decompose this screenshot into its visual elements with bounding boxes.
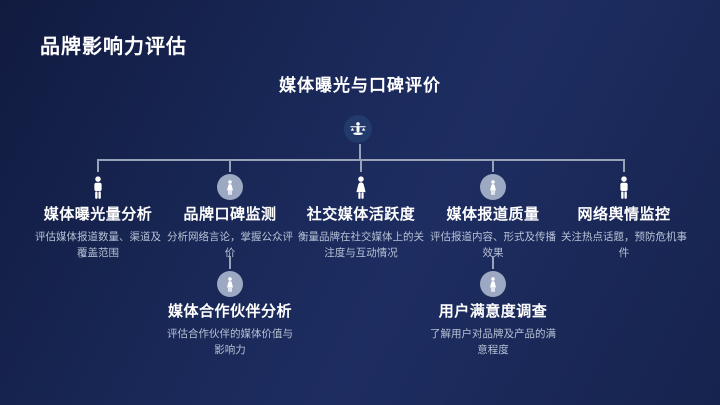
connector-line xyxy=(97,161,99,172)
root-connector-line xyxy=(359,144,361,159)
node-desc: 评估媒体报道数量、渠道及覆盖范围 xyxy=(35,231,161,259)
page-title: 品牌影响力评估 xyxy=(40,36,187,58)
connector-line xyxy=(492,161,494,172)
person-in-circle-icon xyxy=(480,174,506,200)
tree-node-brand-reputation: 品牌口碑监测 分析网络言论，掌握公众评价 xyxy=(163,161,297,261)
person-with-scales-icon xyxy=(344,115,372,143)
node-title: 媒体报道质量 xyxy=(446,206,540,223)
tree-node-public-opinion: 网络舆情监控 关注热点话题，预防危机事件 xyxy=(557,161,691,261)
node-desc: 衡量品牌在社交媒体上的关注度与互动情况 xyxy=(298,231,424,259)
person-in-circle-icon xyxy=(217,174,243,200)
tree-node-media-exposure: 媒体曝光量分析 评估媒体报道数量、渠道及覆盖范围 xyxy=(31,161,165,261)
node-title: 用户满意度调查 xyxy=(438,303,548,320)
node-desc: 了解用户对品牌及产品的满意程度 xyxy=(430,328,556,356)
person-in-circle-icon xyxy=(480,271,506,297)
connector-line xyxy=(623,161,625,172)
person-icon xyxy=(89,176,107,199)
diagram-title: 媒体曝光与口碑评价 xyxy=(279,76,441,95)
node-desc: 分析网络言论，掌握公众评价 xyxy=(167,231,293,259)
person-in-circle-icon xyxy=(217,271,243,297)
node-desc: 评估报道内容、形式及传播效果 xyxy=(430,231,556,259)
tree-node-user-satisfaction: 用户满意度调查 了解用户对品牌及产品的满意程度 xyxy=(426,256,560,358)
node-title: 社交媒体活跃度 xyxy=(306,206,416,223)
node-title: 媒体合作伙伴分析 xyxy=(167,303,292,320)
person-icon xyxy=(352,176,370,199)
tree-node-report-quality: 媒体报道质量 评估报道内容、形式及传播效果 xyxy=(426,161,560,261)
node-title: 媒体曝光量分析 xyxy=(43,206,153,223)
node-title: 品牌口碑监测 xyxy=(183,206,277,223)
connector-line xyxy=(229,161,231,172)
connector-line xyxy=(229,256,231,269)
connector-line xyxy=(360,161,362,172)
node-desc: 评估合作伙伴的媒体价值与影响力 xyxy=(167,328,293,356)
node-title: 网络舆情监控 xyxy=(577,206,671,223)
node-desc: 关注热点话题，预防危机事件 xyxy=(561,231,687,259)
tree-node-social-media: 社交媒体活跃度 衡量品牌在社交媒体上的关注度与互动情况 xyxy=(294,161,428,261)
tree-node-media-partners: 媒体合作伙伴分析 评估合作伙伴的媒体价值与影响力 xyxy=(163,256,297,358)
person-icon xyxy=(615,176,633,199)
tree-horizontal-connector xyxy=(97,159,625,161)
connector-line xyxy=(492,256,494,269)
